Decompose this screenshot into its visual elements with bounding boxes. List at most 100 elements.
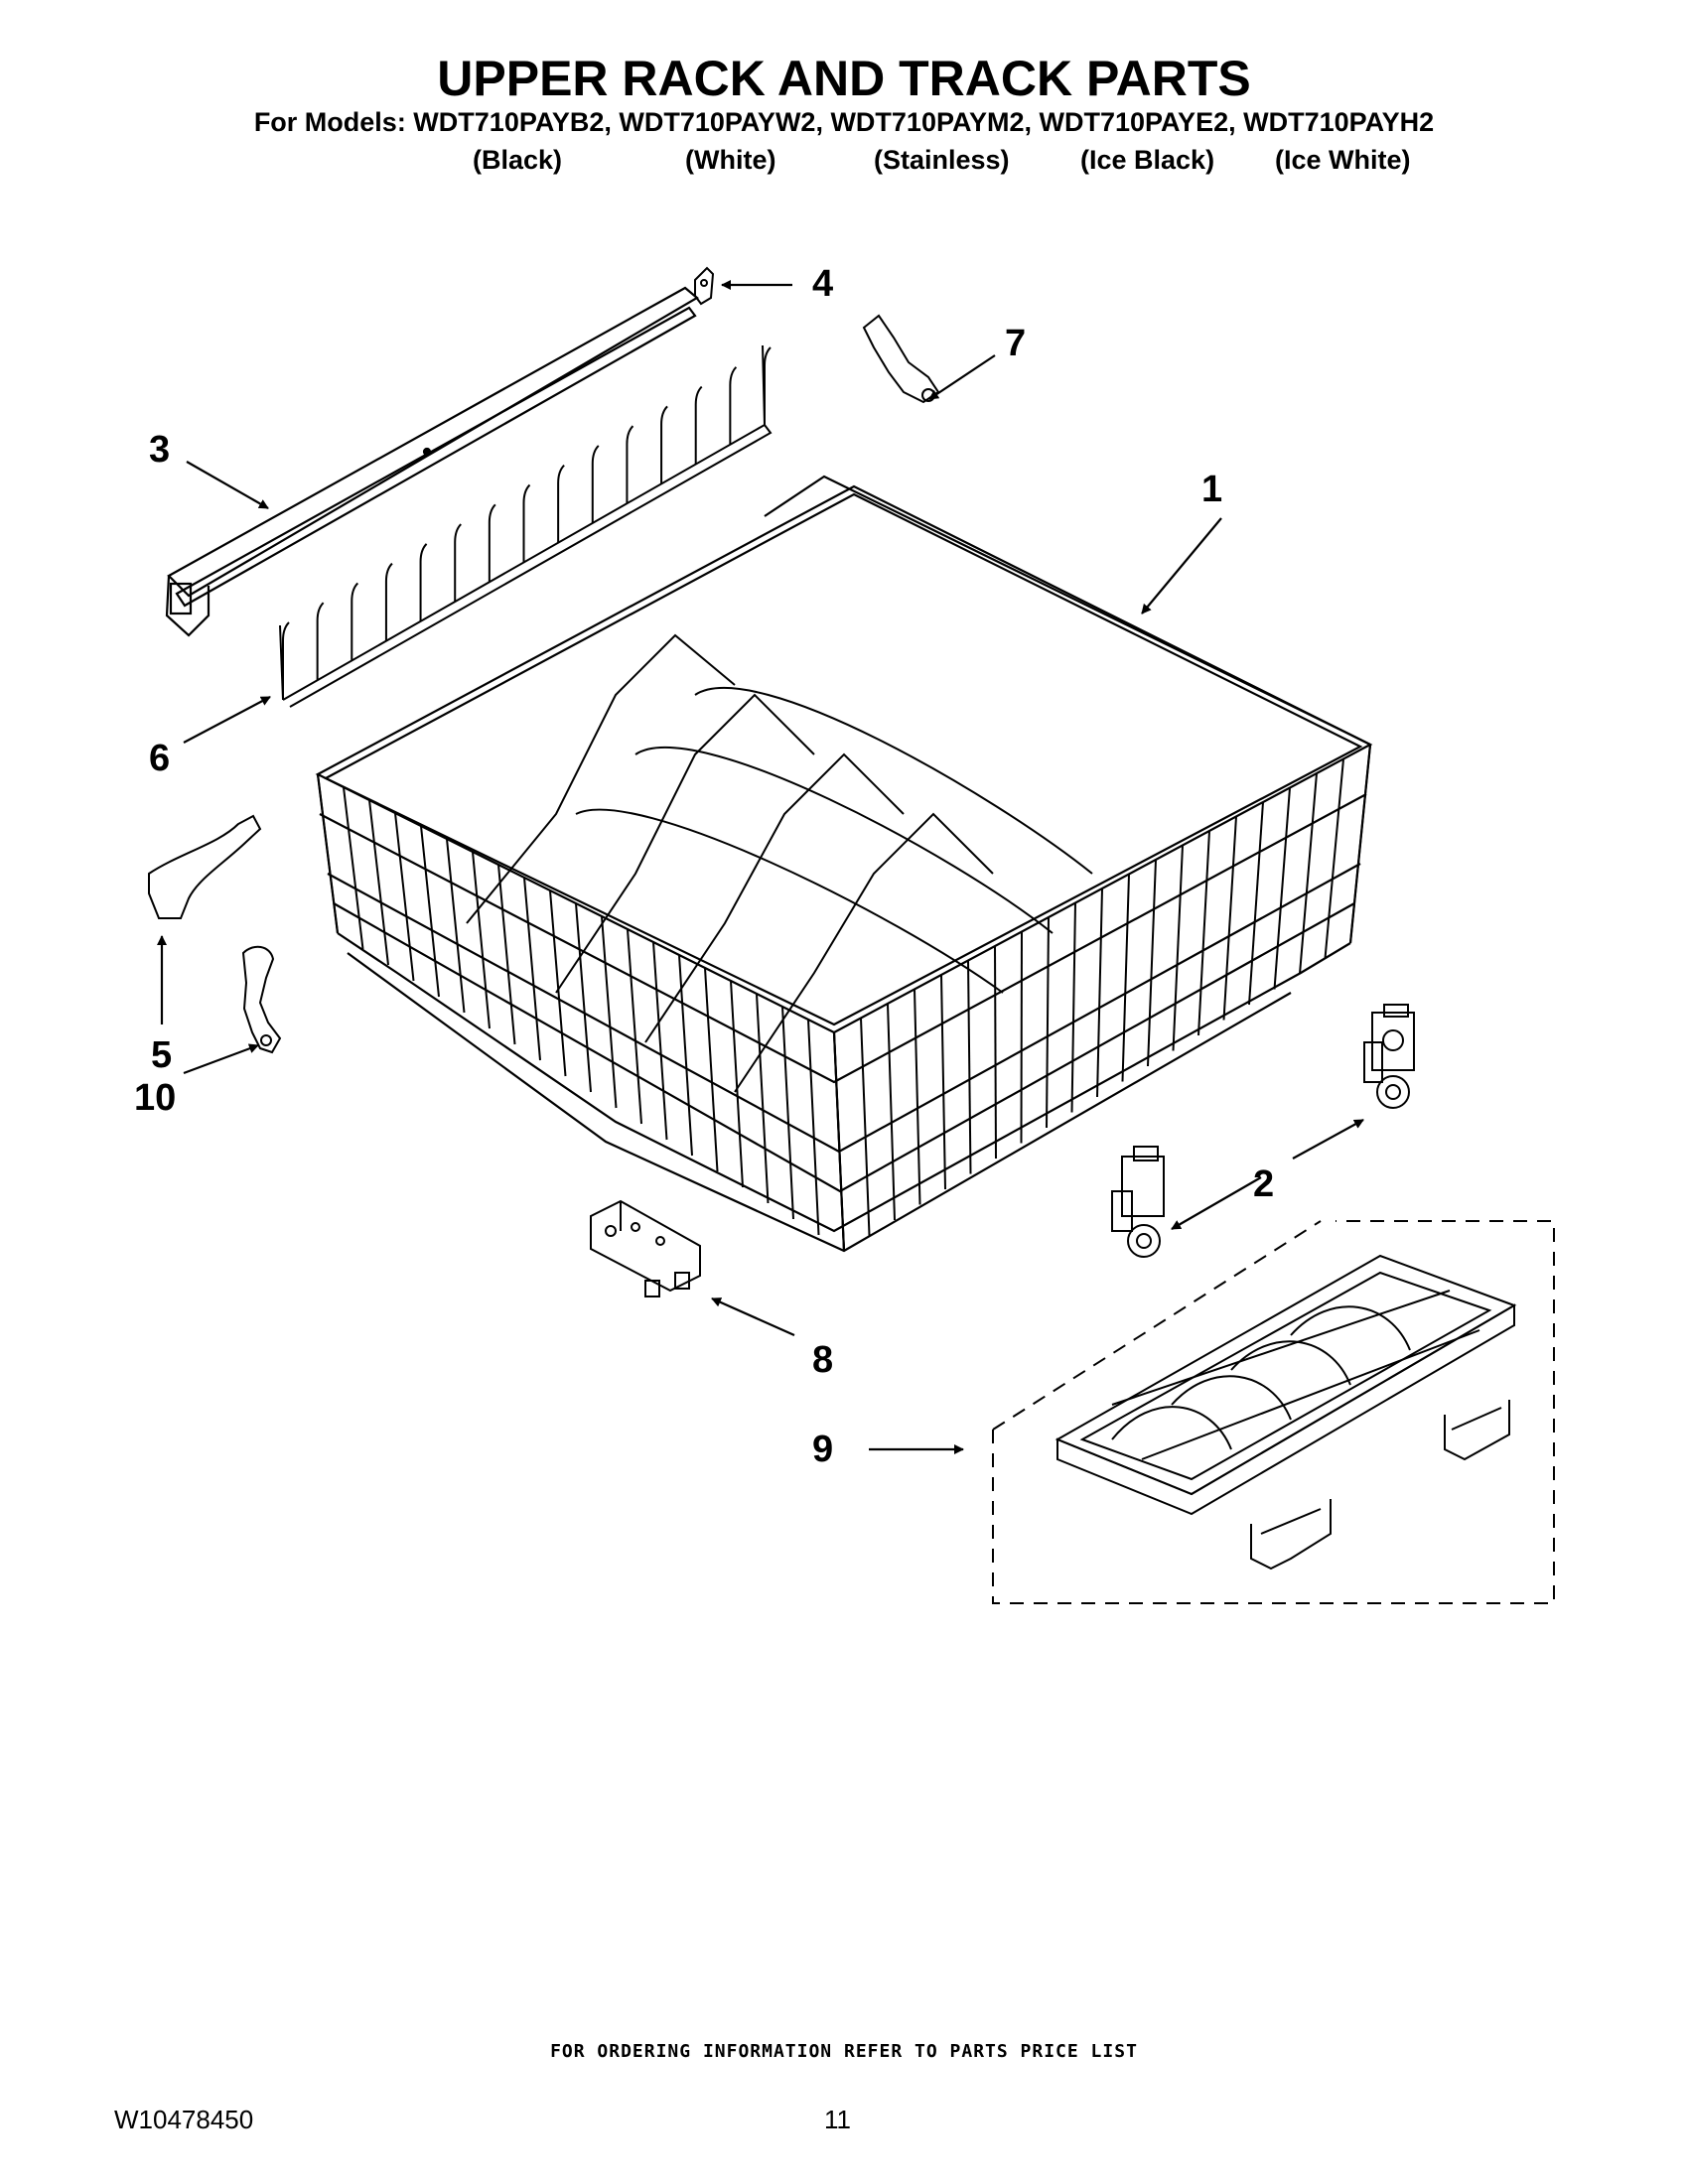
rack-wire <box>652 941 668 1141</box>
leader-line-3 <box>186 461 269 509</box>
cup-shelf-tine <box>522 483 531 563</box>
leader-line-8 <box>711 1297 795 1337</box>
adjuster-assembly-part-b <box>1363 1004 1415 1109</box>
rack-wire <box>446 838 466 1014</box>
rack-wire <box>704 967 719 1172</box>
cup-shelf-tine <box>316 602 325 681</box>
rack-wire <box>1020 931 1023 1144</box>
page-number: 11 <box>824 2105 851 2134</box>
rack-wire <box>994 945 997 1160</box>
leader-line-1 <box>1141 517 1222 614</box>
rack-wire <box>368 799 389 966</box>
leader-line-2a <box>1171 1176 1262 1230</box>
rack-wire <box>678 954 693 1157</box>
cup-shelf-tine <box>591 445 600 523</box>
finish-label-stainless: (Stainless) <box>874 145 1010 175</box>
bracket-part <box>590 1199 701 1297</box>
leader-line-2b <box>1292 1119 1364 1160</box>
page-title: UPPER RACK AND TRACK PARTS <box>437 51 1251 106</box>
rack-wire <box>497 864 516 1045</box>
leader-line-10 <box>183 1043 259 1075</box>
cup-shelf-tine <box>351 582 359 661</box>
cup-shelf-tine <box>384 562 393 641</box>
cup-shelf-tine <box>729 366 738 445</box>
cup-shelf-tines <box>282 346 772 700</box>
rack-wire <box>833 1031 845 1252</box>
leader-line-7 <box>928 354 996 400</box>
rack-wire <box>1070 902 1076 1113</box>
callout-label-7: 7 <box>1005 323 1026 364</box>
callout-label-1: 1 <box>1201 469 1222 510</box>
cup-shelf-tine <box>557 465 565 543</box>
shelf-kit-part <box>992 1220 1555 1604</box>
rack-wire <box>860 1018 871 1236</box>
upper-rack-part <box>315 475 1373 1253</box>
finish-label-ice-white: (Ice White) <box>1275 145 1411 175</box>
rack-side-wires <box>833 744 1371 1252</box>
rack-wire <box>914 989 921 1205</box>
rack-wire <box>420 825 440 998</box>
rack-wire <box>756 993 770 1204</box>
cup-shelf-tine <box>626 425 634 504</box>
rack-wire <box>549 889 567 1077</box>
finish-label-black: (Black) <box>473 145 563 175</box>
rack-wire <box>1324 758 1344 959</box>
cup-shelf-tine <box>694 385 703 465</box>
rack-tines <box>466 633 1093 1093</box>
rack-wire <box>317 773 339 934</box>
callout-label-6: 6 <box>149 738 170 779</box>
rack-wire <box>601 915 618 1109</box>
rack-wire <box>1197 830 1210 1036</box>
rack-wire <box>940 974 946 1190</box>
rack-wire <box>1121 874 1130 1082</box>
document-number: W10478450 <box>114 2105 254 2134</box>
callout-label-9: 9 <box>812 1429 833 1470</box>
callout-label-3: 3 <box>149 429 170 471</box>
rack-wire <box>1147 859 1157 1067</box>
rack-wire <box>575 902 592 1093</box>
rack-wire <box>472 851 491 1029</box>
rack-wire <box>1046 916 1050 1129</box>
rack-wire <box>807 1019 820 1236</box>
clip-part <box>862 314 940 404</box>
rack-wire <box>967 960 972 1174</box>
rack-wire <box>343 786 364 950</box>
handle-part <box>148 814 262 919</box>
finish-label-ice-black: (Ice Black) <box>1080 145 1215 175</box>
rack-wire <box>627 928 642 1125</box>
cup-shelf-tine <box>660 405 668 484</box>
rack-wire <box>730 980 744 1188</box>
rack-wire <box>1248 801 1264 1006</box>
callout-label-4: 4 <box>812 263 833 305</box>
models-line: For Models: WDT710PAYB2, WDT710PAYW2, WD… <box>253 107 1435 137</box>
finish-label-white: (White) <box>685 145 776 175</box>
callout-label-5: 5 <box>151 1034 172 1076</box>
rack-wire <box>1222 816 1237 1021</box>
rack-wire <box>1096 887 1103 1098</box>
adjuster-assembly-part-a <box>1111 1146 1165 1258</box>
cup-shelf-tine <box>419 543 428 621</box>
rack-wire <box>1299 772 1318 975</box>
rack-wire <box>1273 787 1291 990</box>
leader-line-6 <box>183 696 271 744</box>
cup-shelf-tine <box>764 346 772 425</box>
adjuster-latch-part <box>241 945 282 1054</box>
track-rail-part <box>165 286 699 637</box>
cup-shelf-tine <box>488 503 496 583</box>
callout-label-10: 10 <box>134 1077 176 1119</box>
callout-label-8: 8 <box>812 1339 833 1381</box>
rack-front-wires <box>317 773 845 1252</box>
rack-wire <box>523 877 541 1061</box>
rack-wire <box>781 1006 794 1220</box>
cup-shelf-tine <box>454 523 462 603</box>
ordering-note: FOR ORDERING INFORMATION REFER TO PARTS … <box>550 2041 1138 2062</box>
track-stop-part <box>694 266 715 306</box>
rack-wire <box>887 1003 896 1221</box>
callout-label-2: 2 <box>1253 1163 1274 1205</box>
rack-wire <box>1349 744 1371 944</box>
leader-lines <box>157 280 1364 1454</box>
rack-wire <box>394 812 415 982</box>
rack-wire <box>1172 845 1184 1051</box>
cup-shelf-tine <box>282 621 290 700</box>
